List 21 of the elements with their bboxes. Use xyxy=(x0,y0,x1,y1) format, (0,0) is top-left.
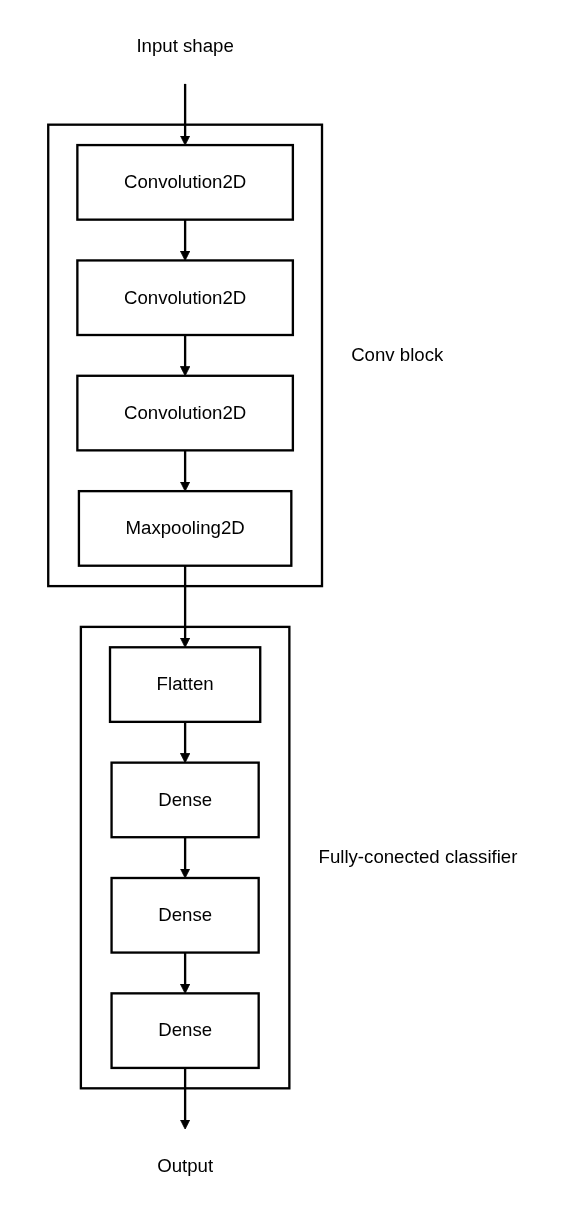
node-box: Dense xyxy=(110,992,260,1070)
node-box: Dense xyxy=(110,761,260,839)
node-box: Convolution2D xyxy=(76,259,295,337)
arrow xyxy=(180,837,191,879)
node-box: Convolution2D xyxy=(76,143,295,221)
node-text: Output xyxy=(157,1155,214,1176)
node-label: Fully-conected classifier xyxy=(318,847,518,867)
arrow xyxy=(180,565,191,648)
arrow xyxy=(180,450,191,492)
arrow xyxy=(180,952,191,994)
node-text: Input shape xyxy=(136,36,234,56)
node-box: Maxpooling2D xyxy=(77,489,293,567)
arrow xyxy=(180,1067,191,1130)
node-box: Dense xyxy=(110,876,260,954)
cluster xyxy=(47,123,324,588)
node-box: Convolution2D xyxy=(76,374,295,452)
arrow xyxy=(180,219,191,261)
arrow xyxy=(180,83,191,146)
node-label: Conv block xyxy=(351,344,444,365)
cluster xyxy=(79,625,291,1090)
node-box: Flatten xyxy=(108,646,262,724)
